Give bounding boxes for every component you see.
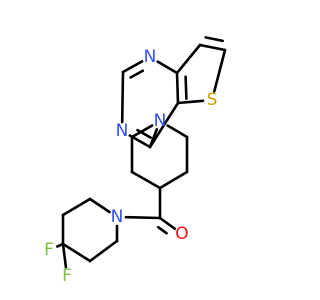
bond-piperidine-1	[166, 124, 189, 139]
structure-diagram: N N S N O N F F	[44, 36, 227, 286]
molecule-drawing: N N S N O N F F	[44, 36, 227, 286]
bond-c4-n-piperidine	[148, 128, 159, 149]
atom-label-fluorine-2: F	[62, 266, 72, 286]
bond-carbonyl-amide	[124, 215, 162, 220]
bond-carbonyl-double	[158, 216, 176, 230]
bond-c6-c7-inner	[204, 36, 224, 43]
bond-difluoropiperidine-3	[61, 242, 92, 263]
bond-carbonyl-double-inner	[156, 225, 168, 235]
bond-c6-c7	[198, 43, 227, 52]
bond-difluoropiperidine-5	[61, 197, 92, 217]
bond-layer	[55, 36, 227, 269]
bond-difluoropiperidine-2	[88, 239, 119, 263]
bond-c4-c4a	[148, 101, 180, 149]
bond-n1-c2	[121, 60, 144, 74]
atom-label-n-pyrimidine-top: N	[144, 47, 157, 67]
bond-piperidine-3	[158, 170, 189, 190]
atom-label-n-pyrimidine-left: N	[116, 121, 129, 141]
bond-c-f-2	[61, 242, 68, 269]
atom-label-o-carbonyl: O	[175, 224, 188, 244]
bond-c2-n3	[120, 70, 125, 124]
bond-piperidine-4	[130, 170, 162, 190]
bond-piperidine-6	[130, 124, 154, 139]
bond-s-c4a	[176, 99, 205, 105]
atom-label-n-piperidine-upper: N	[154, 111, 167, 131]
bond-c7a-n1	[156, 60, 179, 75]
bond-n1-c2-inner	[129, 69, 145, 79]
bond-difluoropiperidine-6	[88, 197, 111, 214]
atom-label-fluorine-1: F	[44, 240, 54, 260]
bond-c4a-c7a-inner	[184, 75, 188, 100]
atom-label-s-thiophene: S	[207, 90, 218, 110]
atom-label-n-piperidine-lower: N	[111, 207, 124, 227]
bond-c7-s	[213, 48, 227, 93]
bond-c7a-c6	[175, 43, 202, 75]
bond-c4a-c7a	[175, 71, 180, 105]
atom-layer: N N S N O N F F	[44, 47, 217, 286]
